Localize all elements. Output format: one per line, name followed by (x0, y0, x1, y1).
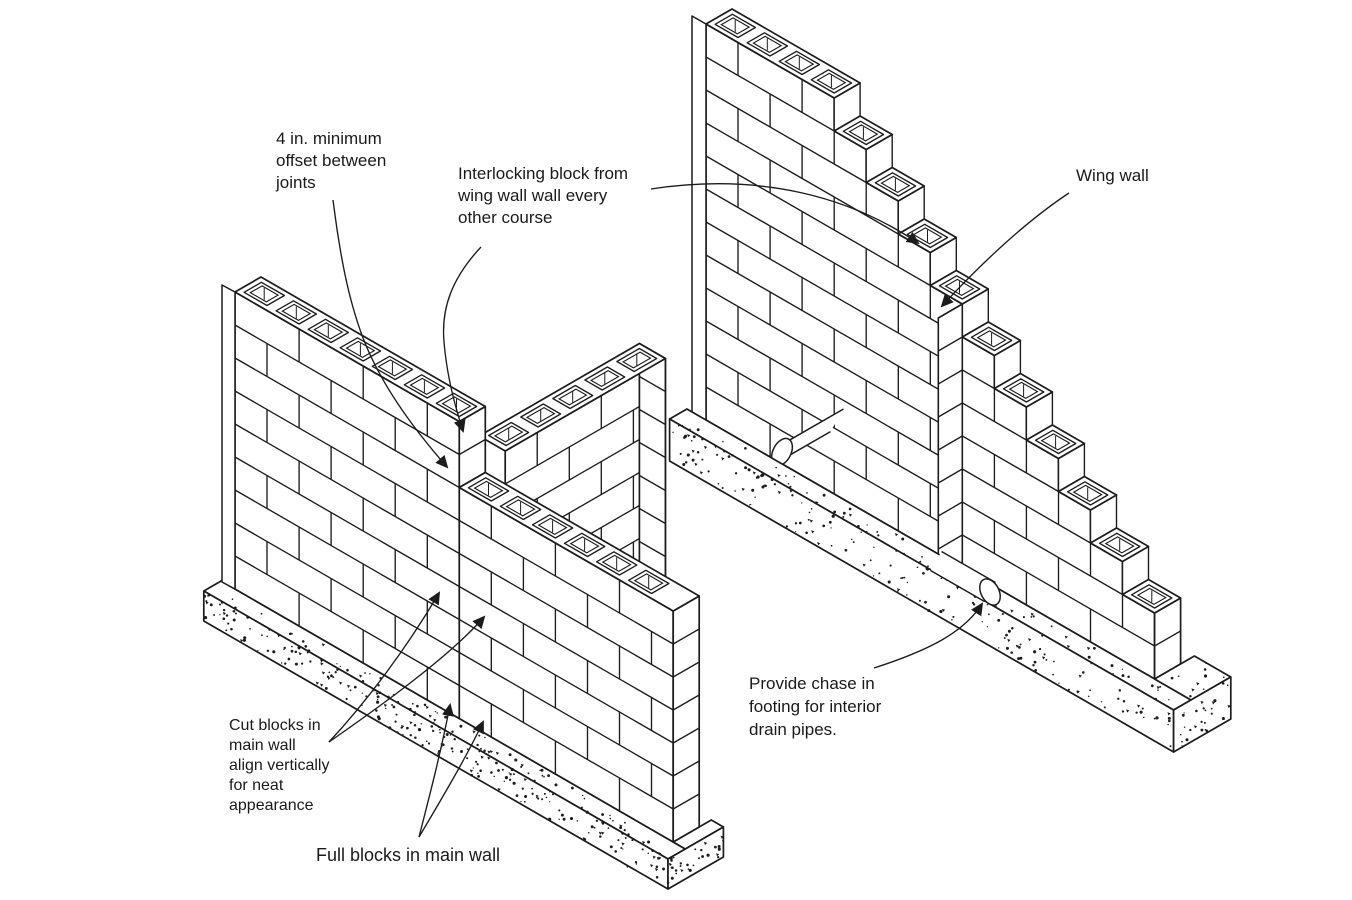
cut-blocks-note-label: Cut blocks in main wall align vertically… (229, 717, 330, 814)
main-wall-3d (221, 276, 701, 843)
drain-pipe-chase (930, 550, 1001, 606)
leader-arrows (328, 183, 1070, 838)
offset-note-label: 4 in. minimum offset between joints (276, 129, 387, 192)
left-wall-illustration (202, 276, 725, 890)
chase-leader (873, 602, 984, 669)
cut-blocks-leader-1 (328, 591, 441, 743)
chase-note-label: Provide chase in footing for interior dr… (749, 674, 882, 739)
full-blocks-leader-2 (418, 720, 484, 838)
interlock-leader-right (650, 183, 920, 245)
left-footing (202, 558, 725, 890)
offset-leader (332, 199, 449, 469)
full-blocks-leader-1 (418, 703, 454, 838)
right-wall-illustration (668, 8, 1232, 753)
full-blocks-note-label: Full blocks in main wall (316, 845, 501, 865)
interlocking-note-label: Interlocking block from wing wall wall e… (458, 164, 629, 227)
cut-blocks-leader-2 (328, 615, 486, 743)
wing-wall-leader (940, 192, 1070, 308)
right-footing (668, 408, 1232, 753)
interlock-leader-left (442, 246, 482, 433)
wing-wall-label: Wing wall (1076, 166, 1149, 185)
